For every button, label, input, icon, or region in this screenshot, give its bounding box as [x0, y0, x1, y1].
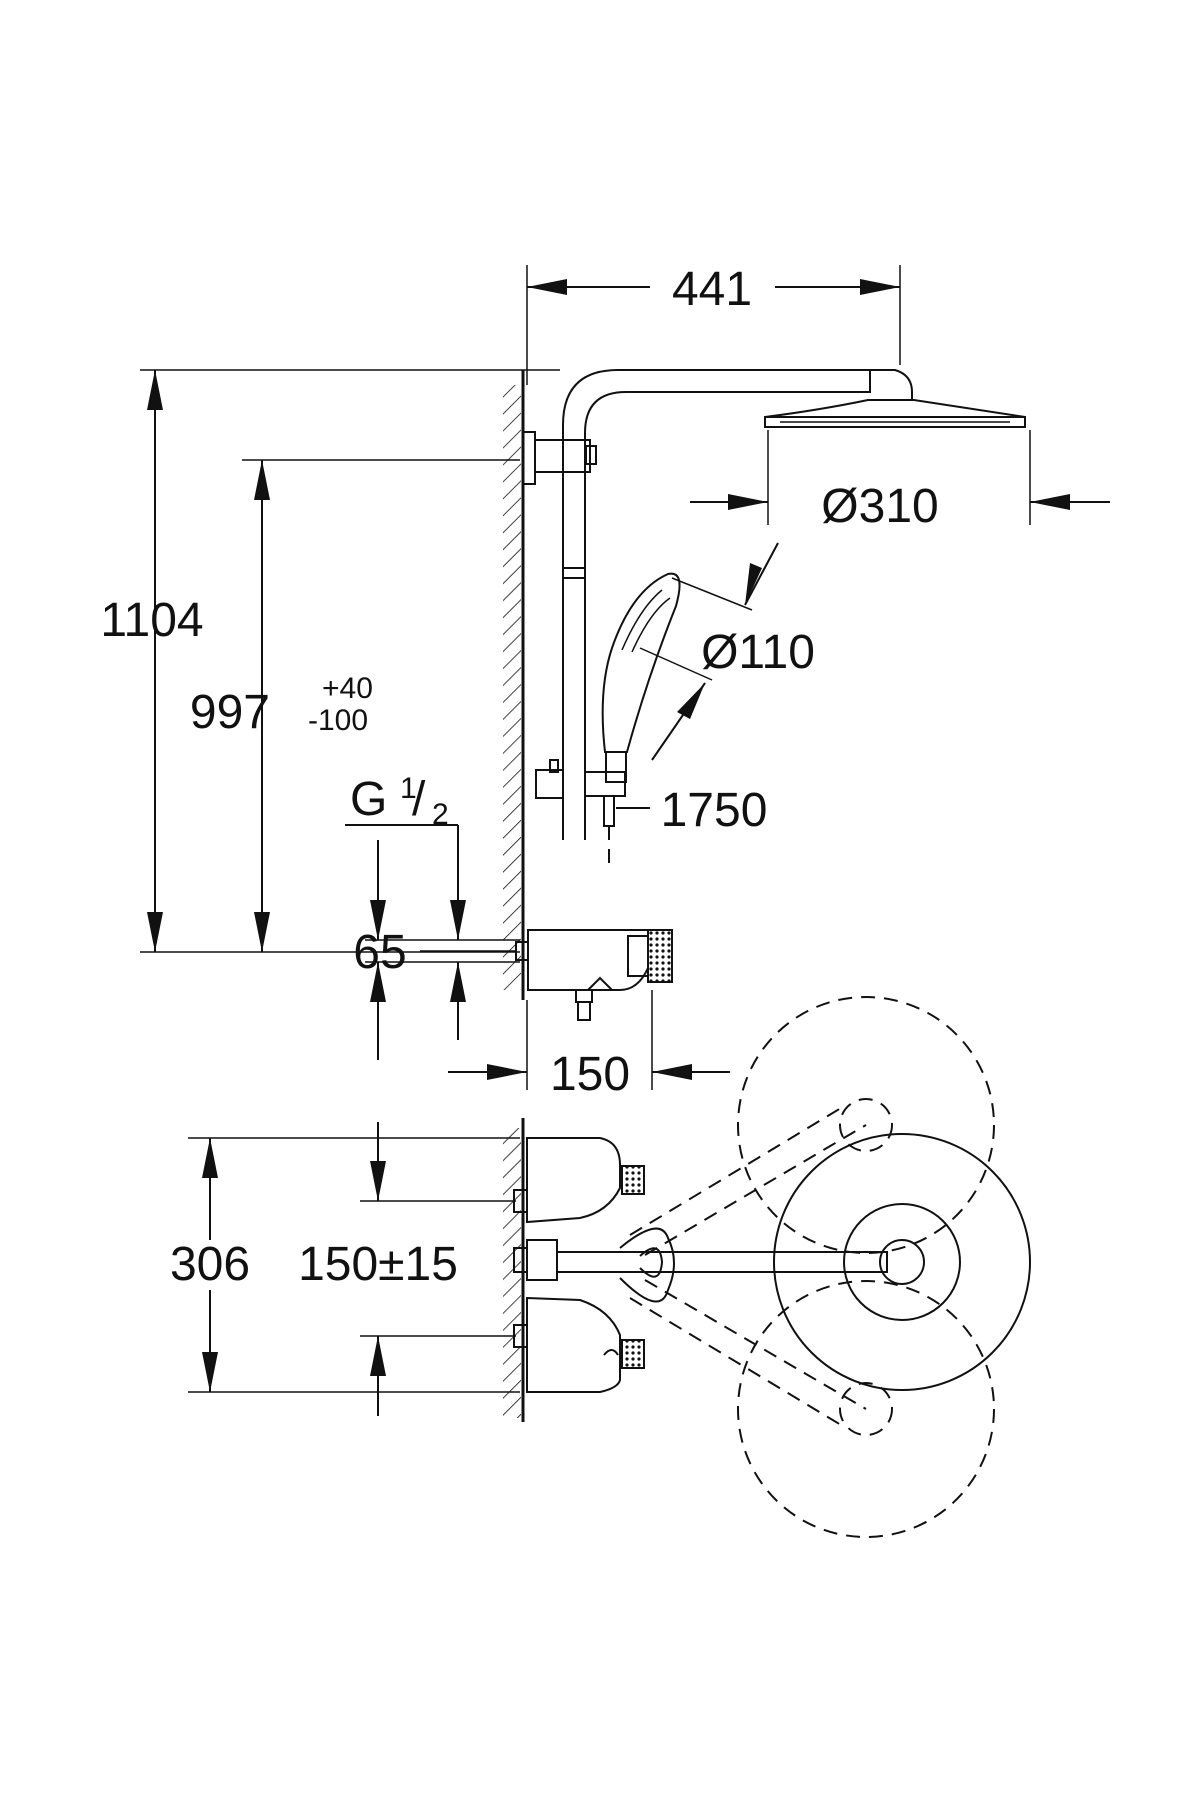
arm-plan [513, 1227, 888, 1303]
swing-range [629, 996, 995, 1538]
label-1104: 1104 [100, 594, 203, 647]
dim-306 [188, 1137, 520, 1393]
rain-shower-head [764, 399, 1026, 428]
label-150-centers: 150±15 [298, 1238, 458, 1291]
label-thread-num: 1 [400, 772, 417, 805]
label-thread-g: G [350, 773, 387, 826]
label-997: 997 [190, 686, 270, 739]
thermostat-body [515, 929, 673, 1021]
label-head-diameter: Ø310 [821, 480, 938, 533]
thermostat-plan [513, 1137, 645, 1393]
wall-bracket [522, 431, 597, 485]
head-plan [773, 1133, 1031, 1391]
label-306: 306 [170, 1238, 250, 1291]
thread-leader [345, 824, 466, 940]
shower-arm [562, 369, 871, 840]
dim-head-diameter [690, 430, 1110, 525]
label-thread-slash: / [412, 773, 426, 826]
label-997-tol-plus: +40 [322, 672, 373, 705]
dim-1104 [140, 369, 560, 953]
front-elevation: 441 Ø310 Ø110 1750 [100, 263, 1110, 1101]
dim-150-centers [360, 1122, 516, 1416]
label-997-tol-minus: -100 [308, 704, 368, 737]
label-thread-den: 2 [432, 798, 449, 831]
dim-441 [526, 265, 901, 385]
dim-hand-diameter [639, 542, 779, 761]
plan-view: 306 150±15 [170, 996, 1031, 1538]
label-hand-diameter: Ø110 [701, 626, 815, 679]
dim-997 [242, 459, 520, 952]
hand-shower [601, 572, 681, 783]
hand-shower-slider [535, 759, 626, 872]
label-150-depth: 150 [550, 1048, 630, 1101]
wall-front [503, 370, 525, 1000]
label-65: 65 [353, 926, 406, 979]
label-hose: 1750 [661, 784, 768, 837]
label-441: 441 [672, 263, 752, 316]
arm-elbow [870, 369, 913, 401]
dim-150-depth [448, 990, 730, 1090]
dim-65 [365, 840, 520, 1060]
